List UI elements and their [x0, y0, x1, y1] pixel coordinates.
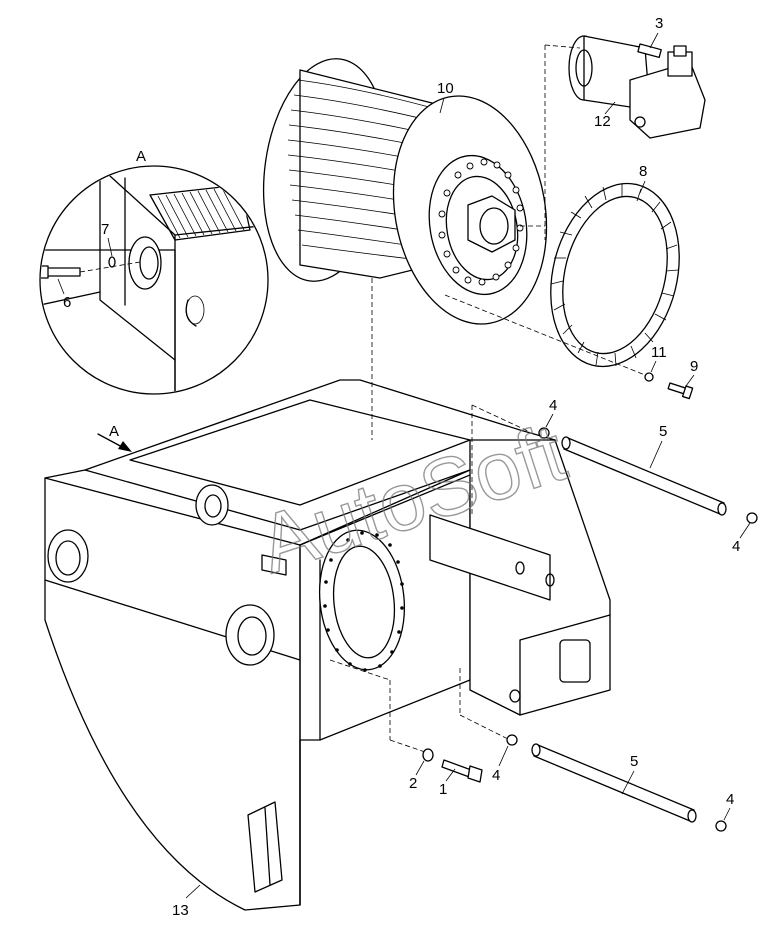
callout-2: 2 [409, 775, 417, 792]
view-a-arrow: A [97, 423, 132, 452]
bolt-9-washer-11: 11 9 [644, 344, 698, 400]
callout-6: 6 [63, 294, 71, 311]
callout-9: 9 [690, 358, 698, 375]
callout-7: 7 [101, 221, 109, 238]
winch-frame: 13 [44, 379, 611, 919]
callout-8: 8 [639, 163, 647, 180]
bolt-1-washer-2: 2 1 [329, 659, 483, 798]
gear-ring: 8 [550, 163, 680, 368]
hydraulic-motor: 3 12 [544, 15, 706, 139]
callout-4-right-top: 4 [732, 538, 740, 555]
pin-upper: 4 5 4 [471, 397, 758, 555]
cable-drum: 10 [262, 58, 548, 325]
callout-3: 3 [655, 15, 663, 32]
callout-4-top: 4 [549, 397, 557, 414]
callout-13: 13 [172, 902, 189, 919]
gear-axis-line [444, 294, 646, 376]
callout-5-top: 5 [659, 423, 667, 440]
callout-11: 11 [651, 344, 667, 361]
detail-a-title: A [136, 148, 146, 165]
callout-1: 1 [439, 781, 447, 798]
callout-10: 10 [437, 80, 454, 97]
callout-4-bottom: 4 [492, 767, 500, 784]
pin-lower: 4 5 4 [459, 668, 734, 832]
detail-view-a: A 7 6 [39, 148, 269, 395]
callout-4-right-bottom: 4 [726, 791, 734, 808]
view-arrow-label: A [109, 423, 119, 440]
callout-5-bottom: 5 [630, 753, 638, 770]
callout-12: 12 [594, 113, 611, 130]
